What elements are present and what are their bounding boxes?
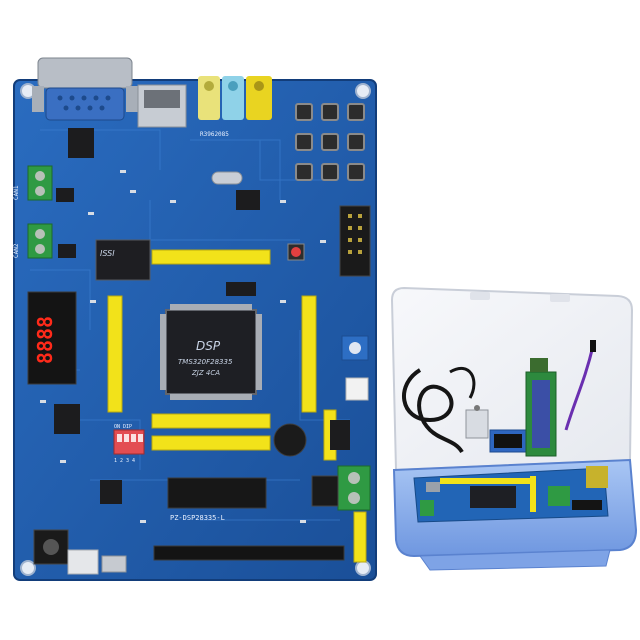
usb-cable	[402, 368, 464, 454]
storage-case	[390, 286, 638, 571]
buzzer	[273, 423, 307, 457]
crystal-oscillator	[211, 171, 243, 185]
case-lid	[390, 286, 634, 472]
can-terminal-blocks: CAN1 CAN2	[13, 165, 53, 259]
usb-port	[101, 555, 127, 573]
dsp-brand-label: DSP	[196, 339, 221, 353]
power-switch	[67, 549, 99, 575]
db9-serial-connector	[32, 57, 138, 121]
key-matrix-buttons	[295, 103, 365, 181]
jtag-header	[339, 205, 371, 277]
white-connector	[345, 377, 369, 401]
can1-label: CAN1	[13, 185, 20, 200]
can2-label: CAN2	[13, 243, 20, 258]
lcd-slot: PZ-DSP28335-L	[167, 477, 267, 522]
dc-motor	[465, 409, 489, 439]
dip-label: ON DIP	[114, 424, 132, 430]
dsp-processor-chip: DSP TMS320F28335 ZJZ 4CA	[160, 304, 262, 400]
dip-switch: ON DIP 1 2 3 4	[113, 424, 145, 464]
segment-digits: 8888	[33, 316, 57, 364]
crystal-mark: R3962085	[200, 131, 229, 138]
audio-jacks	[198, 76, 272, 120]
bottom-header	[153, 545, 345, 561]
seven-segment-display: 8888	[27, 291, 77, 385]
sram-brand: ISSI	[100, 249, 115, 258]
pin-headers	[107, 249, 367, 563]
dsp-part-number: TMS320F28335	[178, 358, 233, 366]
main-dsp-board: CAN1 CAN2 R3962085 ISSI DSP	[13, 57, 377, 581]
dip-numbers: 1 2 3 4	[114, 458, 135, 464]
jumper-wire	[564, 345, 595, 431]
sram-chip: ISSI	[95, 239, 151, 281]
dsp-lot-code: ZJZ 4CA	[191, 369, 220, 377]
bottom-silk-label: PZ-DSP28335-L	[170, 514, 225, 522]
mini-board-in-case	[413, 466, 609, 523]
